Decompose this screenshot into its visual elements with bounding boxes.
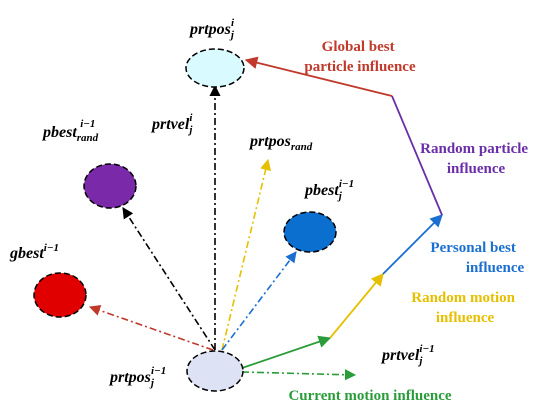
- personal-best-segment: [382, 214, 443, 275]
- random-best-label: pbestrandi−1: [41, 118, 99, 144]
- global-best-arrow: [88, 305, 214, 351]
- rand-best-arrow: [122, 207, 216, 351]
- random-best-node: [83, 163, 137, 209]
- current-position-label: prtposji−1: [108, 365, 166, 389]
- rand-pos-label: prtposrand: [248, 133, 313, 153]
- next-position-node: [185, 48, 245, 88]
- global-best-label: gbesti−1: [9, 242, 59, 262]
- global-best-node: [33, 272, 87, 318]
- random-motion-segment: [329, 273, 384, 339]
- personal-best-influence-label: Personal best influence: [430, 240, 524, 276]
- random-particle-segment: [391, 95, 443, 216]
- prev-velocity-arrow: [241, 369, 357, 381]
- next-position-label: prtposji: [188, 17, 235, 41]
- personal-best-arrow: [221, 251, 297, 351]
- personal-best-node: [283, 211, 337, 253]
- velocity-label: prtvelji: [150, 112, 193, 136]
- prev-velocity-label: prtvelji−1: [380, 343, 435, 367]
- random-motion-influence-label: Random motion influence: [411, 290, 519, 326]
- personal-best-label: pbestji−1: [303, 178, 354, 202]
- random-particle-influence-label: Random particle influence: [420, 141, 532, 177]
- global-best-influence-label: Global best particle influence: [304, 39, 416, 75]
- rand-pos-arrow: [221, 158, 272, 351]
- current-position-node: [186, 350, 244, 392]
- current-motion-influence-label: Current motion influence: [288, 388, 451, 404]
- global-best-segment: [244, 56, 393, 97]
- current-motion-segment: [241, 335, 332, 369]
